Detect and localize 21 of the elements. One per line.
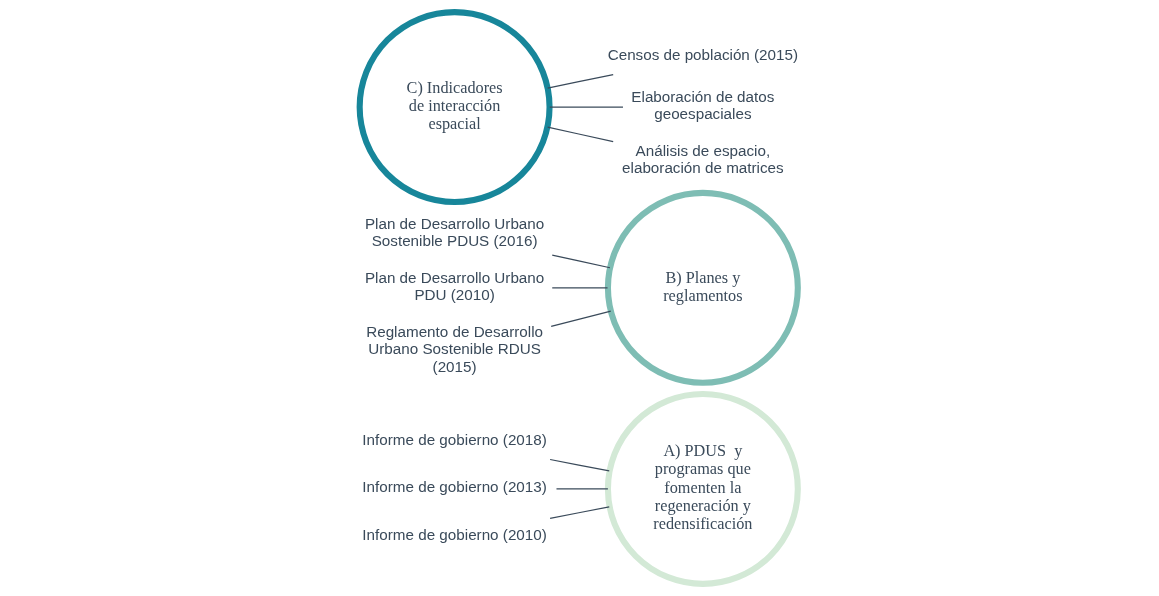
node-text: Informe de gobierno (2018) <box>362 430 547 448</box>
node-text: Informe de gobierno (2010) <box>362 526 547 544</box>
connector <box>549 458 610 472</box>
node-text: Análisis de espacio, elaboración de matrices <box>622 141 784 177</box>
connector <box>550 310 612 327</box>
connector <box>551 287 609 289</box>
node-text: Plan de Desarrollo Urbano Sostenible PDUS (2016) <box>364 214 545 250</box>
connector <box>549 506 610 519</box>
connector <box>551 254 611 269</box>
node-text: Elaboración de datos geoespaciales <box>631 88 775 123</box>
connector <box>547 126 614 143</box>
node-text: Plan de Desarrollo Urbano PDU (2010) <box>364 268 545 304</box>
node-circle: A) PDUS y programas que fomenten la regeneración y redensificación <box>604 390 801 587</box>
node-circle: B) Planes y reglamentos <box>604 189 801 386</box>
connector <box>555 488 609 490</box>
node-text: Informe de gobierno (2013) <box>362 478 547 496</box>
connector <box>547 74 614 89</box>
connector <box>549 106 624 108</box>
node-text: Reglamento de Desarrollo Urbano Sostenible RDUS (2015) <box>366 323 544 375</box>
node-text: Censos de población (2015) <box>607 45 799 63</box>
node-circle: C) Indicadores de interacción espacial <box>356 9 553 206</box>
